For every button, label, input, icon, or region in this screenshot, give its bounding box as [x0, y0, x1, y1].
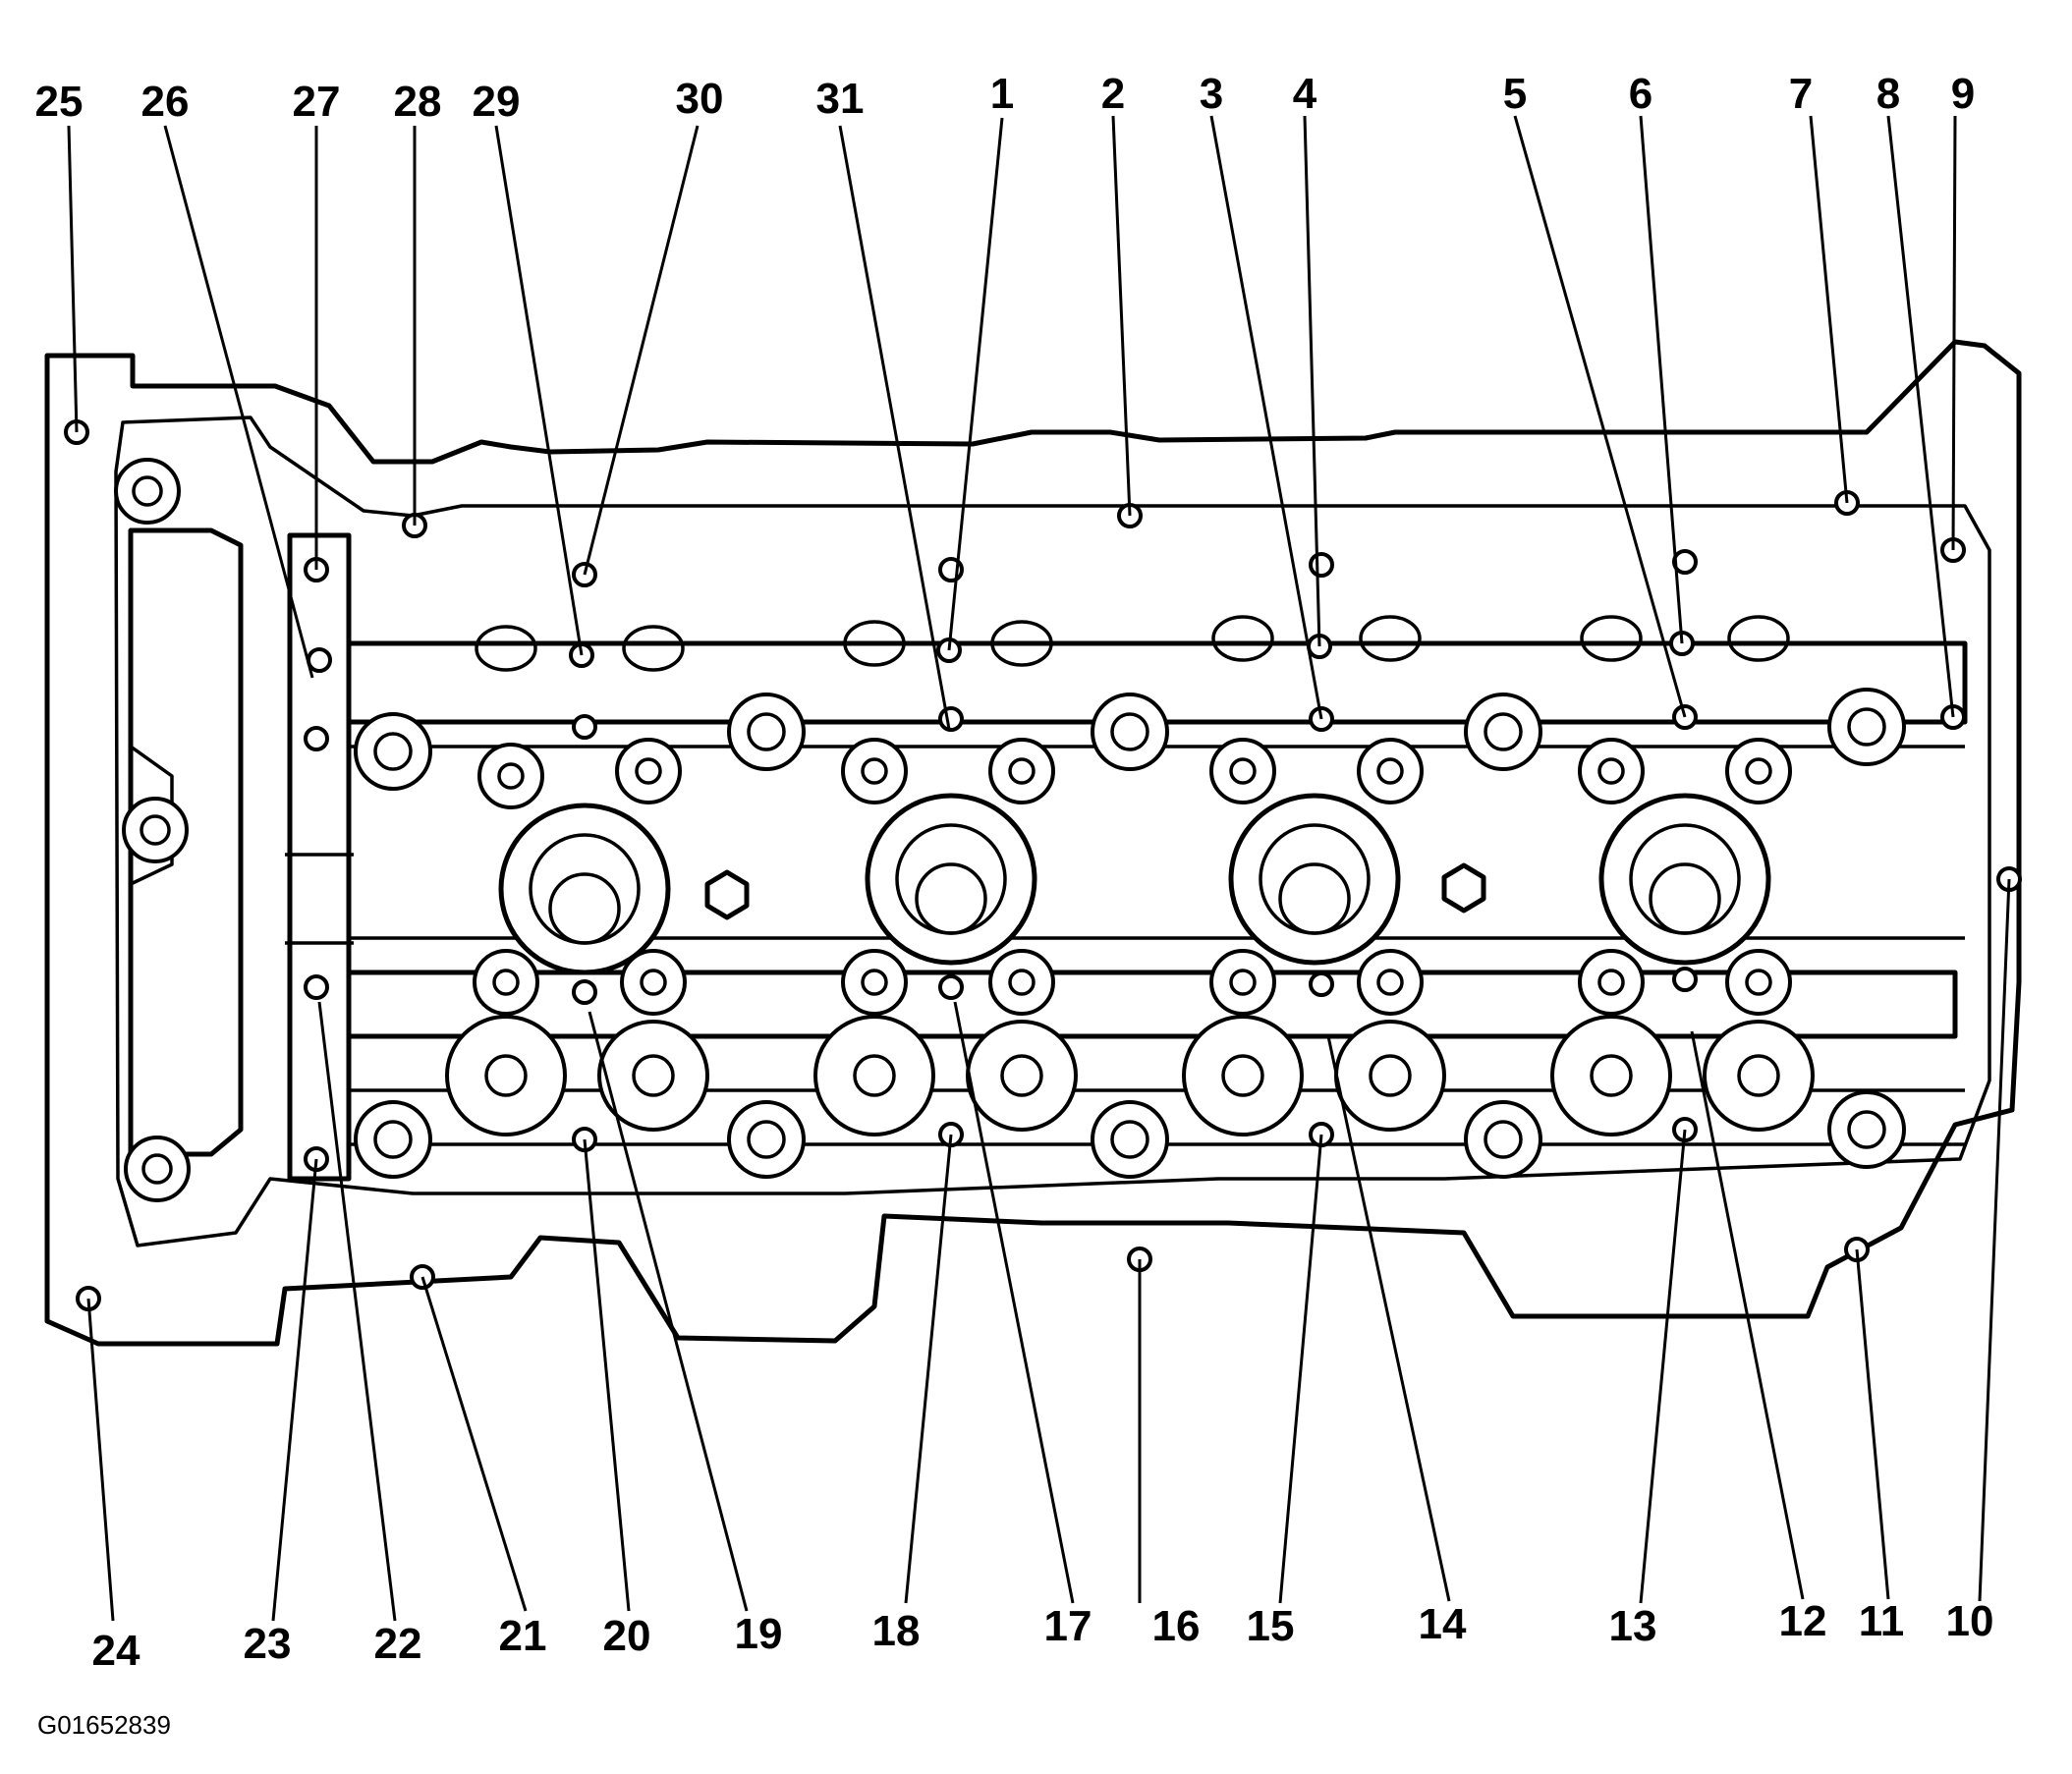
intake-rail-bosses — [475, 615, 1790, 672]
callout-19: 19 — [735, 1610, 783, 1658]
callout-13: 13 — [1609, 1602, 1657, 1650]
leader-lines — [67, 115, 2011, 1622]
callout-27: 27 — [293, 78, 341, 126]
callout-12: 12 — [1779, 1597, 1827, 1645]
callout-3: 3 — [1200, 70, 1223, 118]
callout-29: 29 — [473, 78, 521, 126]
callout-labels: 1 2 3 4 5 6 7 8 9 10 11 12 13 14 15 16 1… — [35, 70, 1994, 1675]
callout-24: 24 — [92, 1627, 140, 1675]
callout-7: 7 — [1789, 70, 1813, 118]
callout-4: 4 — [1293, 70, 1317, 118]
callout-2: 2 — [1101, 70, 1125, 118]
callout-1: 1 — [990, 70, 1014, 118]
figure-code: G01652839 — [37, 1710, 171, 1740]
lower-bearing-bolts — [354, 949, 1906, 1179]
callout-14: 14 — [1419, 1600, 1467, 1648]
lower-valve-bores — [445, 1015, 1815, 1136]
callout-17: 17 — [1044, 1602, 1092, 1650]
upper-bearing-bolts — [354, 688, 1906, 809]
callout-10: 10 — [1946, 1597, 1994, 1645]
callout-30: 30 — [676, 75, 724, 123]
callout-15: 15 — [1247, 1602, 1295, 1650]
callout-8: 8 — [1876, 70, 1900, 118]
callout-23: 23 — [244, 1620, 292, 1668]
callout-31: 31 — [816, 75, 865, 123]
callout-16: 16 — [1152, 1602, 1201, 1650]
callout-21: 21 — [499, 1612, 547, 1660]
callout-26: 26 — [141, 78, 190, 126]
callout-18: 18 — [872, 1607, 921, 1655]
callout-6: 6 — [1629, 70, 1652, 118]
cylinder-head-drawing — [44, 339, 2022, 1347]
spark-plug-towers — [498, 793, 1771, 975]
callout-20: 20 — [603, 1612, 651, 1660]
callout-28: 28 — [394, 78, 442, 126]
callout-22: 22 — [374, 1620, 422, 1668]
callout-5: 5 — [1503, 70, 1527, 118]
callout-25: 25 — [35, 78, 84, 126]
callout-11: 11 — [1859, 1597, 1905, 1645]
callout-9: 9 — [1951, 70, 1975, 118]
